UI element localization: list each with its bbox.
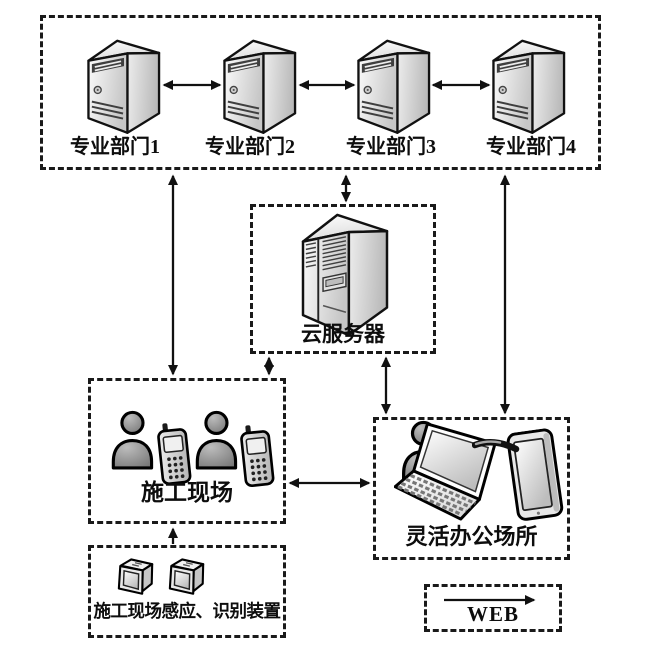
departments-box — [40, 15, 601, 170]
tower-server-icon — [357, 39, 431, 137]
tower-server-icon — [87, 39, 161, 137]
tower-server-icon — [492, 39, 566, 137]
department-label: 专业部门1 — [70, 136, 160, 158]
tower-server-icon — [223, 39, 297, 137]
site-box — [88, 378, 286, 524]
office-box — [373, 417, 570, 560]
cloud-label: 云服务器 — [301, 322, 385, 346]
laptop-icon — [394, 422, 500, 522]
office-label: 灵活办公场所 — [405, 524, 538, 549]
mobile-phone-icon — [238, 422, 277, 488]
monitor-icon — [167, 556, 207, 600]
monitor-icon — [116, 556, 156, 600]
cloud-box — [250, 204, 436, 354]
department-label: 专业部门2 — [205, 136, 295, 158]
web-label: WEB — [466, 602, 519, 626]
worker-icon — [110, 410, 158, 470]
stylus-icon — [472, 438, 520, 456]
mobile-phone-icon — [155, 420, 194, 486]
sensors-box — [88, 545, 286, 638]
site-label: 施工现场 — [141, 480, 233, 505]
worker-icon — [194, 410, 242, 470]
department-label: 专业部门4 — [486, 136, 576, 158]
web-legend-box — [424, 584, 562, 632]
cloud-server-icon — [301, 213, 389, 339]
department-label: 专业部门3 — [346, 136, 436, 158]
sensors-label: 施工现场感应、识别装置 — [93, 601, 282, 621]
